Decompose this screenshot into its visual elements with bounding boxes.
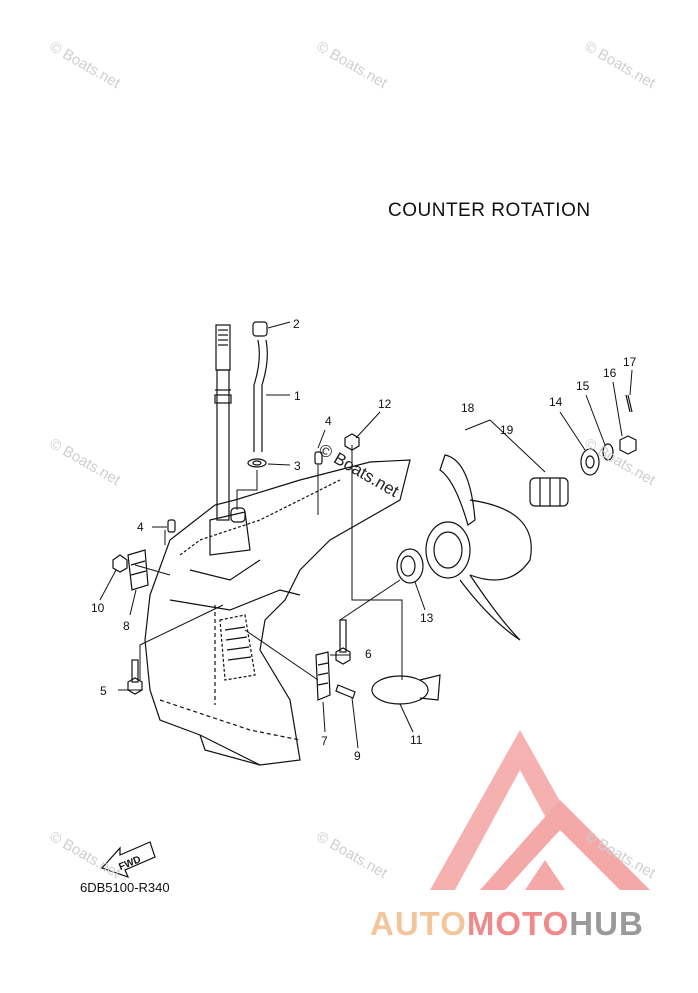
callout-19: 19 <box>500 423 514 437</box>
bolt-6 <box>335 619 351 665</box>
drive-shaft <box>214 324 232 521</box>
cotter-pin-17 <box>625 394 633 413</box>
callout-7: 7 <box>321 734 328 748</box>
callout-1: 1 <box>294 389 301 403</box>
callout-6: 6 <box>365 647 372 661</box>
callout-12: 12 <box>378 397 392 411</box>
callout-labels: 1 2 3 4 4 5 6 7 8 9 10 11 12 13 14 15 16… <box>91 317 637 763</box>
callout-10: 10 <box>91 601 105 615</box>
callout-4b: 4 <box>137 520 144 534</box>
brand-logo-text: AUTOMOTOHUB <box>370 905 644 942</box>
callout-11: 11 <box>410 733 423 747</box>
lower-case-housing <box>144 459 411 766</box>
callout-14: 14 <box>549 395 563 409</box>
callout-3: 3 <box>294 459 301 473</box>
washer-14 <box>580 448 600 476</box>
anode-8 <box>127 549 149 591</box>
callout-leaders <box>99 321 633 749</box>
diagram-code: 6DB5100-R340 <box>80 880 170 895</box>
nut-10 <box>112 554 128 573</box>
spacer-19 <box>529 477 569 507</box>
bolt-9 <box>335 684 356 699</box>
callout-18: 18 <box>461 401 475 415</box>
washer-15 <box>602 443 614 461</box>
callout-8: 8 <box>123 619 130 633</box>
callout-9: 9 <box>354 749 361 763</box>
callout-15: 15 <box>576 379 590 393</box>
callout-2: 2 <box>293 317 300 331</box>
anode-7 <box>315 651 331 701</box>
brand-logo-mark <box>430 730 650 890</box>
nut-16 <box>619 435 637 455</box>
diagram-title: COUNTER ROTATION <box>388 200 591 221</box>
bolt-12 <box>344 433 360 451</box>
callout-13: 13 <box>420 611 434 625</box>
propeller <box>425 454 532 641</box>
thrust-washer-13 <box>396 548 424 584</box>
water-tube <box>247 321 268 468</box>
callout-5: 5 <box>100 684 107 698</box>
callout-16: 16 <box>603 366 617 380</box>
assembly-lines <box>134 445 403 681</box>
callout-4a: 4 <box>325 414 332 428</box>
callout-17: 17 <box>623 355 637 369</box>
trim-tab-11 <box>371 674 441 705</box>
dowel-pin <box>167 451 323 533</box>
